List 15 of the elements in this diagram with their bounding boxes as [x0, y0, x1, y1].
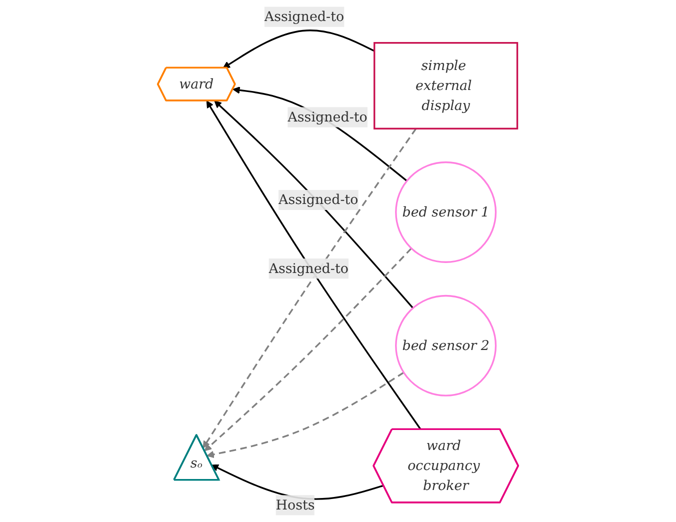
arrow	[222, 30, 375, 68]
arrow	[206, 100, 422, 430]
edge-label: Assigned-to	[278, 192, 358, 208]
edge-label: Assigned-to	[264, 8, 344, 24]
arrow	[204, 248, 412, 452]
arrow	[214, 100, 414, 309]
arrow	[206, 372, 404, 458]
edge-label: Assigned-to	[268, 260, 348, 276]
edge-label: Assigned-to	[288, 108, 368, 125]
node-box: simple external display	[374, 42, 518, 130]
arrow	[202, 128, 417, 448]
edge-label: Hosts	[276, 496, 315, 513]
arrow	[232, 86, 408, 182]
node-circle: bed sensor 1	[395, 161, 497, 263]
node-circle: bed sensor 2	[395, 294, 497, 396]
